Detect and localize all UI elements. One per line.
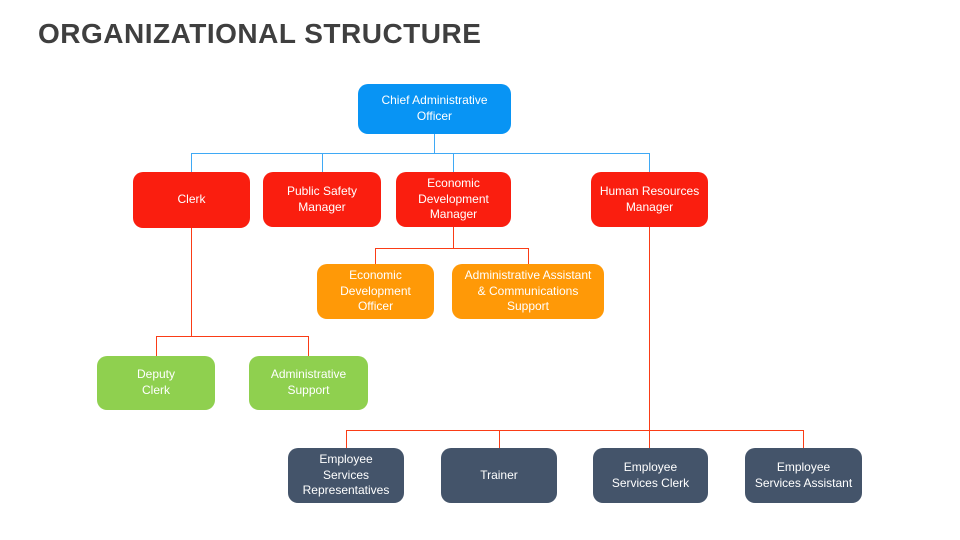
- org-node-human-resources-manager: Human Resources Manager: [591, 172, 708, 227]
- connector-line: [649, 227, 650, 430]
- page-title: ORGANIZATIONAL STRUCTURE: [38, 18, 482, 49]
- connector-line: [375, 248, 528, 249]
- connector-line: [308, 336, 309, 356]
- org-node-label: Employee Services Assistant: [754, 459, 853, 490]
- org-node-economic-development-officer: Economic Development Officer: [317, 264, 434, 319]
- org-node-administrative-support: Administrative Support: [249, 356, 368, 410]
- connector-line: [375, 248, 376, 264]
- connector-line: [649, 153, 650, 172]
- org-node-label: Deputy Clerk: [136, 367, 176, 397]
- connector-line: [499, 430, 500, 448]
- org-node-deputy-clerk: Deputy Clerk: [97, 356, 215, 410]
- connector-line: [156, 336, 308, 337]
- connector-line: [346, 430, 803, 431]
- org-node-chief-administrative-officer: Chief Administrative Officer: [358, 84, 511, 134]
- connector-line: [528, 248, 529, 264]
- org-node-economic-development-manager: Economic Development Manager: [396, 172, 511, 227]
- connector-line: [322, 153, 323, 172]
- connector-line: [191, 153, 192, 172]
- org-node-label: Administrative Support: [270, 367, 347, 397]
- connector-line: [156, 336, 157, 356]
- org-node-employee-services-assistant: Employee Services Assistant: [745, 448, 862, 503]
- connector-line: [346, 430, 347, 448]
- org-node-label: Administrative Assistant & Communication…: [464, 267, 592, 314]
- org-node-administrative-assistant: Administrative Assistant & Communication…: [452, 264, 604, 319]
- org-node-trainer: Trainer: [441, 448, 557, 503]
- org-node-label: Public Safety Manager: [286, 183, 358, 214]
- org-node-label: Economic Development Manager: [418, 175, 489, 222]
- connector-line: [434, 134, 435, 153]
- org-node-label: Employee Services Clerk: [611, 459, 690, 490]
- connector-line: [191, 153, 650, 154]
- connector-line: [803, 430, 804, 448]
- org-node-label: Trainer: [480, 467, 518, 482]
- connector-line: [649, 430, 650, 448]
- org-node-label: Clerk: [177, 192, 206, 207]
- connector-line: [453, 153, 454, 172]
- org-node-employee-services-representatives: Employee Services Representatives: [288, 448, 404, 503]
- org-node-clerk: Clerk: [133, 172, 250, 228]
- org-node-label: Chief Administrative Officer: [381, 93, 488, 123]
- org-node-label: Employee Services Representatives: [302, 451, 390, 498]
- org-node-public-safety-manager: Public Safety Manager: [263, 172, 381, 227]
- connector-line: [191, 228, 192, 336]
- org-node-employee-services-clerk: Employee Services Clerk: [593, 448, 708, 503]
- connector-line: [453, 227, 454, 248]
- org-node-label: Human Resources Manager: [599, 183, 700, 214]
- org-node-label: Economic Development Officer: [340, 267, 411, 314]
